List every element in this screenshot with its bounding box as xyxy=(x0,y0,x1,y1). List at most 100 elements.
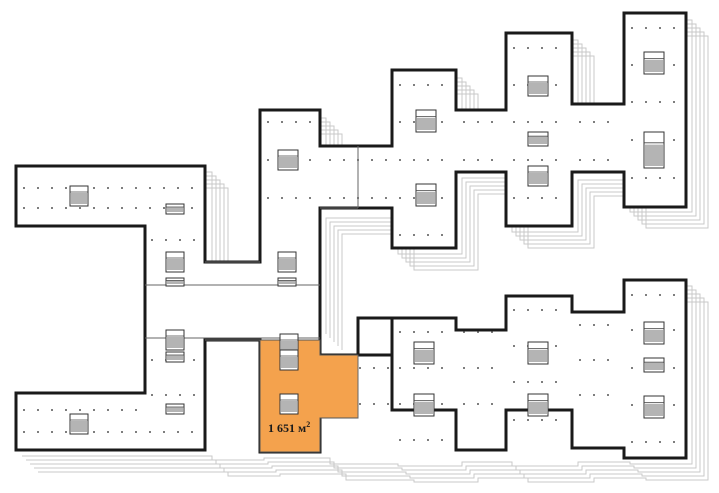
grid-dot xyxy=(513,47,515,49)
grid-dot xyxy=(673,441,675,443)
grid-dot xyxy=(441,159,443,161)
grid-dot xyxy=(673,404,675,406)
stair-core xyxy=(165,329,185,351)
grid-dot xyxy=(631,329,633,331)
grid-dot xyxy=(659,441,661,443)
grid-dot xyxy=(385,159,387,161)
grid-dot xyxy=(607,359,609,361)
grid-dot xyxy=(413,439,415,441)
grid-dot xyxy=(149,207,151,209)
grid-dot xyxy=(295,121,297,123)
grid-dot xyxy=(631,404,633,406)
grid-dot xyxy=(673,101,675,103)
stair-core xyxy=(165,203,185,215)
grid-dot xyxy=(659,101,661,103)
stair-core xyxy=(277,149,299,171)
grid-dot xyxy=(371,197,373,199)
area-label: 1 651 м2 xyxy=(268,420,310,435)
grid-dot xyxy=(373,403,375,405)
grid-dot xyxy=(463,121,465,123)
grid-dot xyxy=(93,431,95,433)
grid-dot xyxy=(65,431,67,433)
grid-dot xyxy=(37,409,39,411)
grid-dot xyxy=(163,207,165,209)
grid-dot xyxy=(477,331,479,333)
grid-dot xyxy=(631,27,633,29)
grid-dot xyxy=(135,409,137,411)
grid-dot xyxy=(541,47,543,49)
grid-dot xyxy=(513,345,515,347)
grid-dot xyxy=(527,121,529,123)
grid-dot xyxy=(541,309,543,311)
stair-core xyxy=(643,321,665,345)
grid-dot xyxy=(413,331,415,333)
grid-dot xyxy=(513,419,515,421)
grid-dot xyxy=(309,159,311,161)
stair-core xyxy=(279,349,299,371)
grid-dot xyxy=(267,121,269,123)
grid-dot xyxy=(541,159,543,161)
grid-dot xyxy=(163,187,165,189)
grid-dot xyxy=(93,207,95,209)
grid-dot xyxy=(309,121,311,123)
stair-core xyxy=(415,183,437,207)
grid-dot xyxy=(441,403,443,405)
grid-dot xyxy=(373,367,375,369)
grid-dot xyxy=(191,207,193,209)
grid-dot xyxy=(631,441,633,443)
grid-dot xyxy=(645,441,647,443)
stair-cores xyxy=(69,51,665,435)
grid-dot xyxy=(645,177,647,179)
grid-dot xyxy=(441,331,443,333)
grid-dot xyxy=(673,64,675,66)
stair-core xyxy=(643,357,665,373)
grid-dot xyxy=(631,177,633,179)
grid-dot xyxy=(399,234,401,236)
grid-dot xyxy=(555,121,557,123)
grid-dot xyxy=(541,419,543,421)
grid-dot xyxy=(413,367,415,369)
stair-core xyxy=(165,251,185,273)
grid-dot xyxy=(427,331,429,333)
grid-dot xyxy=(673,177,675,179)
grid-dot xyxy=(399,121,401,123)
grid-dot xyxy=(441,234,443,236)
grid-dot xyxy=(165,394,167,396)
grid-dot xyxy=(399,403,401,405)
stair-core xyxy=(69,413,89,435)
stair-core xyxy=(527,75,549,97)
grid-dot xyxy=(673,27,675,29)
grid-dot xyxy=(107,409,109,411)
grid-dot xyxy=(385,197,387,199)
grid-dot xyxy=(51,207,53,209)
highlighted-unit[interactable] xyxy=(259,339,359,453)
grid-dot xyxy=(491,121,493,123)
grid-dot xyxy=(463,367,465,369)
grid-dot xyxy=(659,294,661,296)
grid-dot xyxy=(399,84,401,86)
grid-dot xyxy=(541,121,543,123)
grid-dot xyxy=(387,403,389,405)
grid-dot xyxy=(281,197,283,199)
grid-dot xyxy=(65,409,67,411)
grid-dot xyxy=(413,234,415,236)
grid-dot xyxy=(491,367,493,369)
grid-dot xyxy=(427,367,429,369)
grid-dot xyxy=(579,159,581,161)
stair-core xyxy=(413,341,435,365)
grid-dot xyxy=(281,121,283,123)
grid-dot xyxy=(463,403,465,405)
grid-dot xyxy=(645,27,647,29)
grid-dot xyxy=(555,345,557,347)
grid-dot xyxy=(555,381,557,383)
grid-dot xyxy=(343,159,345,161)
grid-dot xyxy=(579,394,581,396)
grid-dot xyxy=(441,367,443,369)
grid-dot xyxy=(427,234,429,236)
grid-dot xyxy=(441,84,443,86)
grid-dot xyxy=(163,431,165,433)
grid-dot xyxy=(151,239,153,241)
grid-dot xyxy=(673,139,675,141)
grid-dot xyxy=(593,394,595,396)
grid-dot xyxy=(441,439,443,441)
